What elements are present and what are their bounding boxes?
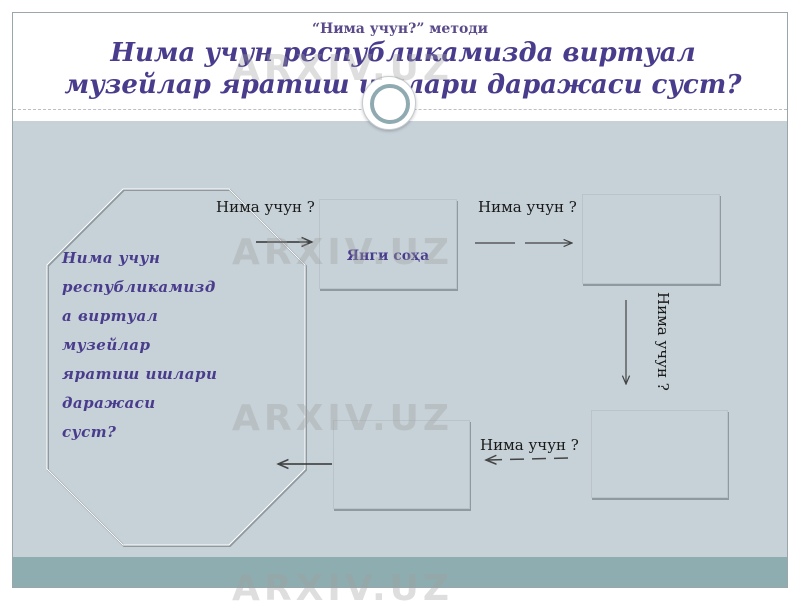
method-subtitle: “Нима учун?” методи xyxy=(311,21,489,37)
why-label-4: Нима учун ? xyxy=(480,436,579,454)
footer-band xyxy=(13,557,787,587)
title-line-1: Нима учун республикамизда виртуал xyxy=(110,38,696,68)
decorative-circle xyxy=(362,76,416,130)
watermark: ARXIV.UZ xyxy=(232,398,453,439)
watermark: ARXIV.UZ xyxy=(232,232,453,273)
reason-box-1: Янги соҳа xyxy=(319,199,457,289)
problem-line: республикамизд xyxy=(62,278,216,296)
problem-line: суст? xyxy=(62,423,117,441)
watermark: ARXIV.UZ xyxy=(232,568,453,609)
central-problem-text: Нима учун республикамизд а виртуал музей… xyxy=(62,244,242,447)
problem-octagon xyxy=(46,188,308,548)
arrow-to-box-4 xyxy=(486,458,569,460)
problem-line: музейлар xyxy=(62,336,151,354)
reason-box-2 xyxy=(582,194,720,284)
problem-line: даражаси xyxy=(62,394,156,412)
why-label-2: Нима учун ? xyxy=(478,198,577,216)
watermark: ARXIV.UZ xyxy=(232,48,453,89)
reason-box-3 xyxy=(591,410,728,498)
reason-box-4 xyxy=(333,420,470,509)
problem-line: а виртуал xyxy=(62,307,159,325)
why-label-1: Нима учун ? xyxy=(216,198,315,216)
problem-line: Нима учун xyxy=(62,249,161,267)
octagon-shape xyxy=(46,188,307,547)
reason-box-1-label: Янги соҳа xyxy=(346,248,430,264)
decorative-ring xyxy=(370,84,410,124)
problem-line: яратиш ишлари xyxy=(62,365,218,383)
